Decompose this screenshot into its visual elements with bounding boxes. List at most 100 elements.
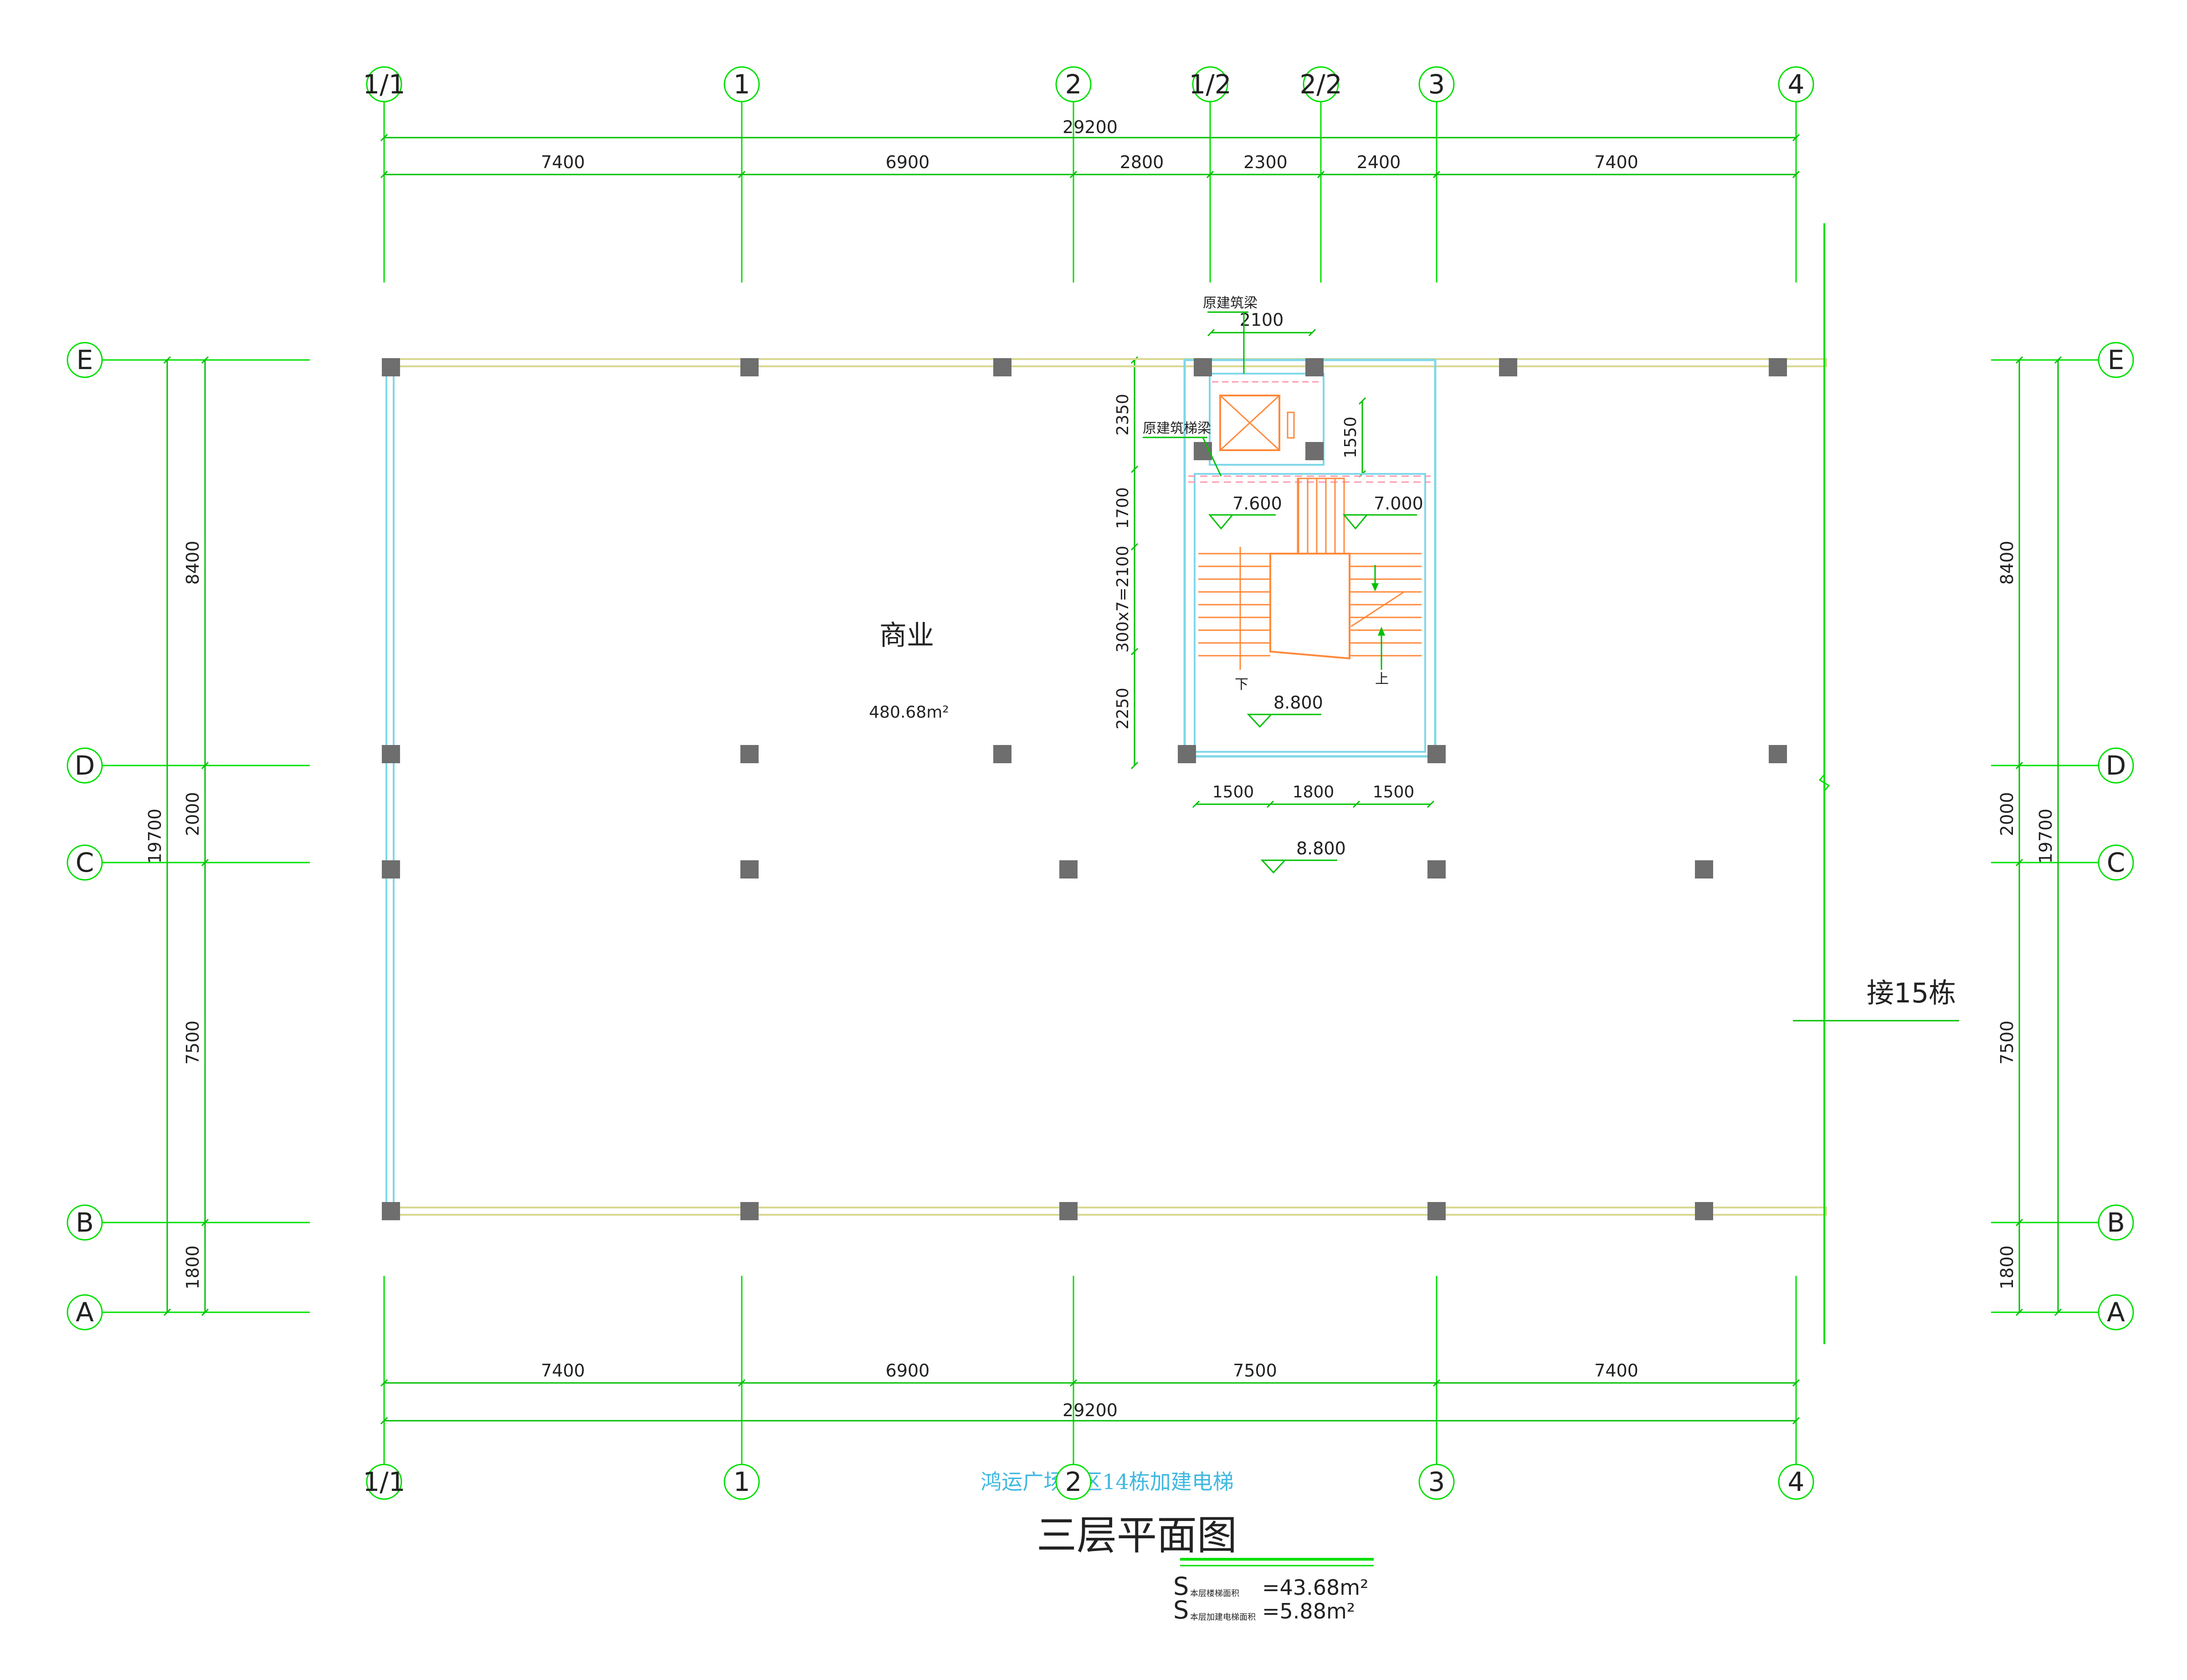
dim-tick [2015, 1218, 2023, 1227]
dim-text-right-seg: 2000 [1997, 792, 2017, 836]
down-arrow-head [1371, 583, 1379, 591]
project-title: 鸿运广场D区14栋加建电梯 [981, 1469, 1233, 1494]
dim-tick [1130, 761, 1139, 770]
axis-grid-lines [103, 100, 2100, 1467]
dim-tick [2015, 1308, 2023, 1316]
dim-tick [1317, 170, 1325, 179]
axis-bubble-bottom-2 [1055, 1464, 1092, 1500]
elevator-car [1219, 395, 1280, 451]
axis-bubble-top-1/2 [1192, 66, 1228, 103]
level-marker-landing [1247, 714, 1273, 728]
dim-text-top-seg: 7400 [1594, 152, 1638, 172]
dim-tick [2015, 761, 2023, 770]
dim-tick [1069, 1379, 1078, 1387]
stair-flight-top [1297, 478, 1345, 555]
column [1305, 358, 1324, 376]
dim-tick [1069, 170, 1078, 179]
axis-bubble-top-1/1-label: 1/1 [363, 69, 405, 100]
north-beam [390, 358, 1827, 367]
dim-tick [1358, 397, 1366, 405]
column [1695, 860, 1713, 879]
level-marker-floor [1260, 859, 1287, 874]
column [993, 745, 1011, 763]
column [1194, 358, 1212, 376]
beam-leader-stair-2 [1202, 437, 1222, 477]
dim-text-top-seg: 7400 [541, 152, 585, 172]
column [993, 358, 1011, 376]
stair-break-line [1350, 591, 1404, 627]
beam-label-stair: 原建筑梯梁 [1143, 421, 1211, 437]
dim-text-left-total: 19700 [145, 809, 165, 864]
dim-tick [201, 1308, 209, 1316]
axis-bubble-bottom-4 [1778, 1464, 1814, 1500]
dim-tick [738, 1379, 746, 1387]
axis-bubble-left-B [67, 1204, 103, 1241]
dim-text-stair-vertical: 1700 [1114, 487, 1132, 529]
axis-bubble-left-E [67, 342, 103, 378]
dim-tick [380, 1379, 388, 1387]
axis-bubble-right-D [2098, 747, 2134, 784]
axis-bubble-bottom-1/1 [366, 1464, 402, 1500]
dim-tick [380, 134, 388, 142]
column [740, 745, 759, 763]
dim-text-bottom-seg: 7400 [1594, 1361, 1638, 1381]
dim-tick [1206, 170, 1214, 179]
connect-label: 接15栋 [1867, 977, 1956, 1009]
room-name: 商业 [879, 620, 934, 652]
axis-bubble-left-C [67, 844, 103, 881]
column [382, 745, 400, 763]
column [1427, 860, 1446, 879]
axis-bubble-top-1 [724, 66, 760, 103]
level-left-label: 7.600 [1232, 493, 1282, 514]
dim-tick [2015, 858, 2023, 867]
dim-tick [1130, 465, 1139, 473]
column [740, 358, 759, 376]
dim-tick [1792, 134, 1800, 142]
dim-tick [1130, 647, 1139, 656]
axis-bubble-bottom-1 [724, 1464, 760, 1500]
building-outline [385, 223, 1830, 1344]
dim-tick [1130, 543, 1139, 551]
area-s2: S [1173, 1596, 1189, 1624]
dim-text-right-seg: 7500 [1997, 1021, 2017, 1065]
dim-text-top-seg: 2400 [1357, 152, 1401, 172]
axis-bubble-top-2 [1055, 66, 1092, 103]
dim-text-right-total: 19700 [2036, 809, 2056, 864]
dim-text-top-seg: 2800 [1120, 152, 1164, 172]
core-wall-inner [1194, 473, 1426, 753]
column [1178, 745, 1196, 763]
elevator-car-x2 [1219, 395, 1280, 451]
dim-tick [2015, 356, 2023, 364]
level-marker-left [1208, 514, 1234, 530]
column [1695, 1202, 1713, 1220]
axis-bubble-bottom-1/1-label: 1/1 [363, 1466, 405, 1497]
axis-bubble-right-B-label: B [2107, 1207, 2125, 1238]
axis-bubble-bottom-1-label: 1 [734, 1466, 750, 1497]
axis-bubble-bottom-3-label: 3 [1428, 1466, 1445, 1497]
dim-text-stair-vertical: 300x7=2100 [1114, 546, 1132, 653]
up-arrow-head [1378, 627, 1385, 636]
area-stair-label: 本层楼梯面积 [1190, 1589, 1239, 1598]
axis-bubble-left-D-label: D [75, 750, 95, 781]
dim-text-top-seg: 6900 [886, 152, 930, 172]
title-block: 鸿运广场D区14栋加建电梯 三层平面图 S 本层楼梯面积 =43.68m² S … [981, 1469, 1374, 1624]
dim-tick [380, 170, 388, 179]
axis-bubble-left-A [67, 1294, 103, 1331]
drawing-title: 三层平面图 [1037, 1512, 1237, 1559]
dim-text-right-seg: 1800 [1997, 1245, 2017, 1290]
dim-text-stair-vertical: 2250 [1114, 688, 1132, 730]
axis-bubble-bottom-4-label: 4 [1788, 1466, 1805, 1497]
axis-bubble-right-A-label: A [2107, 1297, 2125, 1328]
axis-bubble-left-A-label: A [76, 1297, 94, 1328]
axis-bubble-top-3 [1418, 66, 1455, 103]
dim-tick [201, 858, 209, 867]
room-area: 480.68m² [869, 703, 949, 722]
dim-tick [2054, 356, 2062, 364]
dim-tick [1308, 329, 1316, 337]
column [1305, 442, 1324, 460]
dim-tick [738, 170, 746, 179]
south-beam [390, 1207, 1827, 1216]
